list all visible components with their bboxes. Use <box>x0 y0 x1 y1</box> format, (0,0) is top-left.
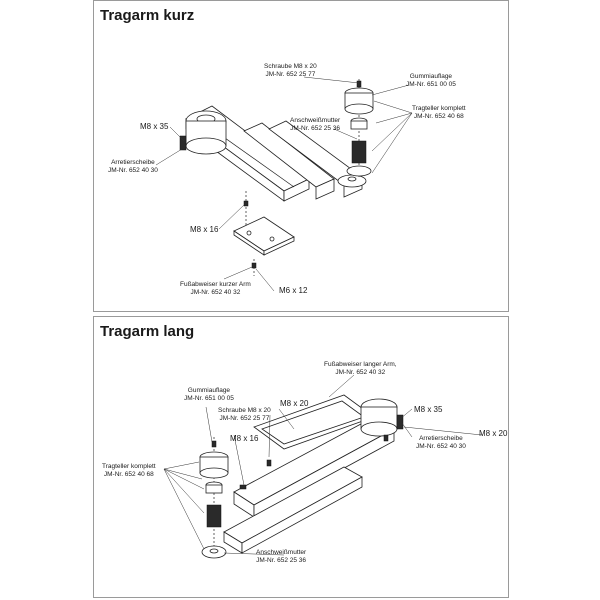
label-fuss-nr: JM-Nr. 652 40 32 <box>335 369 386 376</box>
diagram-tragarm-kurz <box>155 76 413 292</box>
label-m8x16: M8 x 16 <box>230 434 259 443</box>
weld-nut-end <box>337 174 367 188</box>
label-tragteller-title: Tragteller komplett <box>102 463 156 470</box>
leader-lines <box>163 374 483 556</box>
label-tragteller-nr: JM-Nr. 652 40 68 <box>413 113 464 120</box>
label-arretier-title: Arretierscheibe <box>111 159 155 166</box>
label-m8x35: M8 x 35 <box>414 405 443 414</box>
label-tragteller: Tragteller komplett JM-Nr. 652 40 68 <box>102 463 156 479</box>
label-schraube-nr: JM-Nr. 652 25 77 <box>219 415 270 422</box>
label-m8x20: M8 x 20 <box>280 399 309 408</box>
label-tragteller: Tragteller komplett JM-Nr. 652 40 68 <box>412 105 466 121</box>
label-m8x20-right: M8 x 20 <box>479 429 508 438</box>
label-m6x12: M6 x 12 <box>279 286 308 295</box>
bolts <box>239 434 389 490</box>
label-tragteller-nr: JM-Nr. 652 40 68 <box>103 471 154 478</box>
diagram-tragarm-lang <box>163 374 483 559</box>
label-schraube-title: Schraube M8 x 20 <box>264 63 317 70</box>
label-gummi-nr: JM-Nr. 651 00 05 <box>406 81 456 88</box>
label-fuss-title: Fußabweiser langer Arm, <box>324 361 397 368</box>
label-gummiauflage: Gummiauflage JM-Nr. 651 00 05 <box>406 73 456 89</box>
label-arretier-title: Arretierscheibe <box>419 435 463 442</box>
support-pad-stack <box>199 437 229 559</box>
label-m8x16: M8 x 16 <box>190 225 219 234</box>
support-pad-stack <box>344 79 374 177</box>
label-schraube-nr: JM-Nr. 652 25 77 <box>265 71 316 78</box>
panel-tragarm-lang: Tragarm lang <box>93 316 509 598</box>
label-m8x35: M8 x 35 <box>140 122 169 131</box>
label-fussabweiser: Fußabweiser kurzer Arm JM-Nr. 652 40 32 <box>180 281 251 297</box>
arm-rail-lower <box>223 466 363 554</box>
label-anschweiss-nr: JM-Nr. 652 25 36 <box>290 125 341 132</box>
label-fuss-nr: JM-Nr. 652 40 32 <box>190 289 241 296</box>
label-gummiauflage: Gummiauflage JM-Nr. 651 00 05 <box>184 387 234 403</box>
label-anschweiss-nr: JM-Nr. 652 25 36 <box>256 557 307 564</box>
label-tragteller-title: Tragteller komplett <box>412 105 466 112</box>
label-anschweissmutter: Anschweißmutter JM-Nr. 652 25 36 <box>256 549 306 565</box>
panel-tragarm-kurz: Tragarm kurz <box>93 0 509 312</box>
label-schraube: Schraube M8 x 20 JM-Nr. 652 25 77 <box>218 407 271 423</box>
label-fussabweiser: Fußabweiser langer Arm, JM-Nr. 652 40 32 <box>324 361 397 377</box>
panel-title: Tragarm kurz <box>100 7 195 24</box>
leader-lines <box>155 76 413 292</box>
label-arretier-nr: JM-Nr. 652 40 30 <box>108 167 158 174</box>
label-anschweissmutter: Anschweißmutter JM-Nr. 652 25 36 <box>290 117 340 133</box>
label-schraube: Schraube M8 x 20 JM-Nr. 652 25 77 <box>264 63 317 79</box>
label-gummi-title: Gummiauflage <box>409 73 453 80</box>
label-gummi-nr: JM-Nr. 651 00 05 <box>184 395 234 402</box>
label-arretierscheibe: Arretierscheibe JM-Nr. 652 40 30 <box>108 159 158 175</box>
label-anschweiss-title: Anschweißmutter <box>256 549 307 556</box>
label-schraube-title: Schraube M8 x 20 <box>218 407 271 414</box>
label-arretier-nr: JM-Nr. 652 40 30 <box>416 443 466 450</box>
label-arretierscheibe: Arretierscheibe JM-Nr. 652 40 30 <box>416 435 466 451</box>
label-gummi-title: Gummiauflage <box>187 387 231 394</box>
arm-rails <box>243 120 363 200</box>
arm-pivot-head <box>179 110 227 155</box>
panel-title: Tragarm lang <box>100 323 195 340</box>
foot-guard-plate <box>233 191 295 276</box>
arm-pivot-head <box>360 398 404 437</box>
label-fuss-title: Fußabweiser kurzer Arm <box>180 281 251 288</box>
label-anschweiss-title: Anschweißmutter <box>290 117 341 124</box>
